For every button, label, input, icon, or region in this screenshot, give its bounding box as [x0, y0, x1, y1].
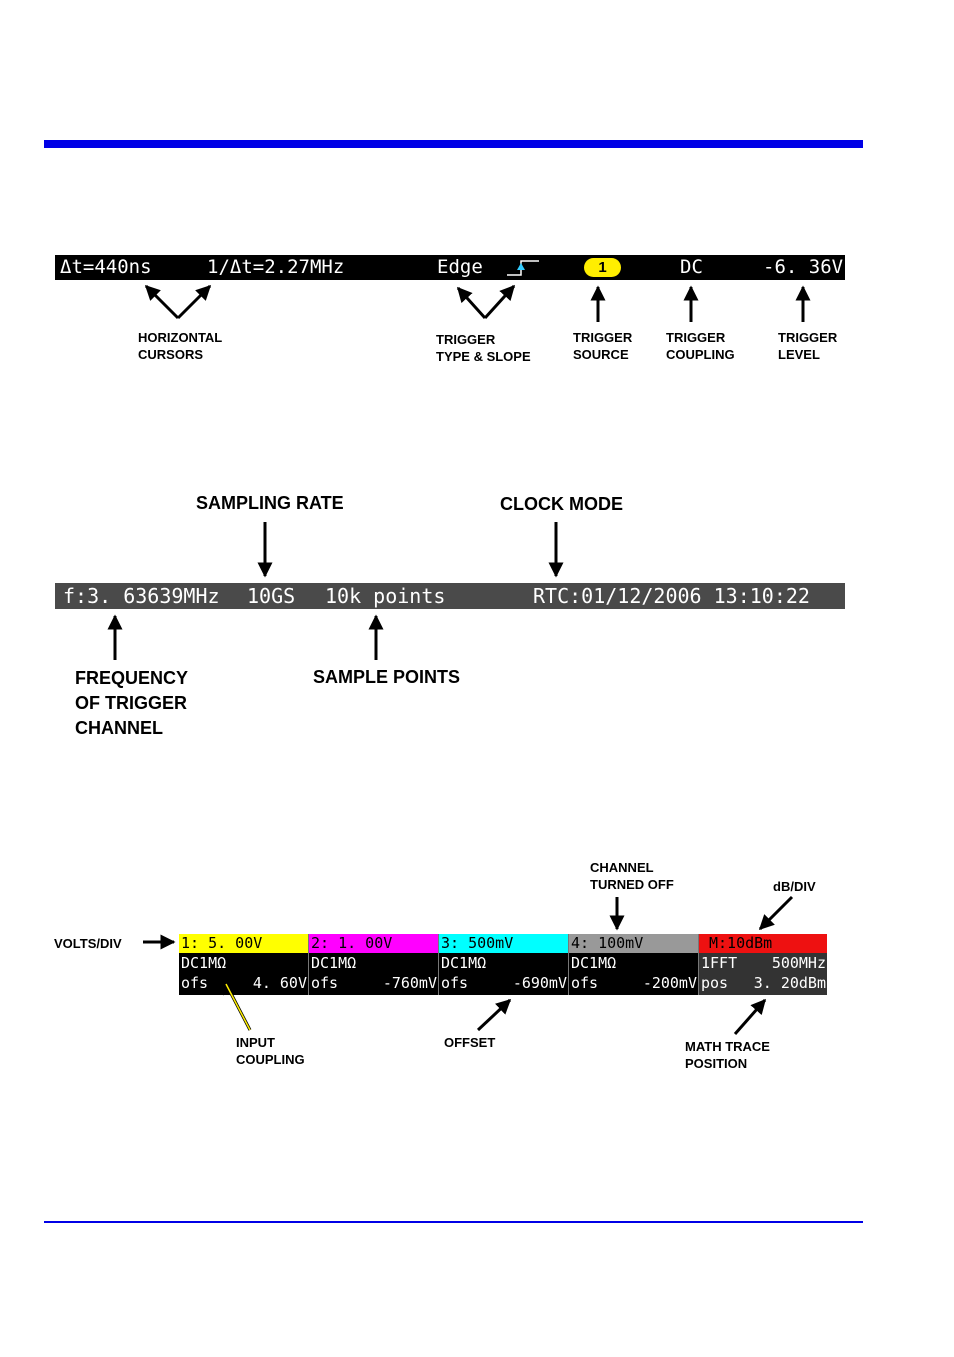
- math-position-label: pos: [701, 974, 729, 992]
- input-coupling-label: INPUT COUPLING: [236, 1035, 305, 1067]
- horizontal-cursors-label: HORIZONTAL CURSORS: [138, 330, 223, 362]
- trigger-frequency-readout: f:3. 63639MHz: [63, 584, 220, 608]
- trigger-coupling-readout: DC: [680, 256, 703, 278]
- trigger-level-readout: -6. 36V: [763, 256, 844, 278]
- channel-1-coupling: DC1MΩ: [181, 954, 227, 972]
- channel-4-offset-label: ofs: [571, 974, 599, 992]
- sample-points-readout: 10k points: [325, 584, 446, 608]
- trigger-level-label: TRIGGER LEVEL: [778, 330, 838, 362]
- math-trace-cell: M:10dBm 1FFT 500MHz pos 3. 20dBm: [699, 934, 827, 995]
- horizontal-cursors-arrow: [144, 284, 212, 320]
- trigger-source-label: TRIGGER SOURCE: [573, 330, 633, 362]
- channel-3-coupling: DC1MΩ: [441, 954, 487, 972]
- delta-t-readout: Δt=440ns: [60, 256, 152, 278]
- sample-points-label: SAMPLE POINTS: [313, 667, 461, 687]
- math-span: 500MHz: [771, 954, 826, 972]
- header-rule: [44, 140, 863, 148]
- trigger-type-slope-arrow: [456, 284, 516, 320]
- channel-3-offset-label: ofs: [441, 974, 469, 992]
- trigger-type-readout: Edge: [437, 256, 483, 278]
- frequency-label: FREQUENCY OF TRIGGER CHANNEL: [75, 668, 189, 738]
- channel-2-header: 2: 1. 00V: [309, 934, 438, 953]
- channel-1-offset-label: ofs: [181, 974, 209, 992]
- edge-slope-icon: [507, 260, 539, 276]
- trigger-source-badge: 1: [584, 258, 621, 277]
- db-div-label: dB/DIV: [773, 879, 816, 894]
- channel-1-offset-value: 4. 60V: [252, 974, 307, 992]
- channel-1-cell: 1: 5. 00V DC1MΩ ofs 4. 60V: [179, 934, 308, 995]
- channel-2-cell: 2: 1. 00V DC1MΩ ofs -760mV: [309, 934, 438, 995]
- math-position-arrow: [733, 998, 767, 1035]
- channel-2-coupling: DC1MΩ: [311, 954, 357, 972]
- math-position-value: 3. 20dBm: [753, 974, 826, 992]
- footer-rule: [44, 1221, 863, 1223]
- inverse-delta-t-readout: 1/Δt=2.27MHz: [207, 256, 345, 278]
- math-function: 1FFT: [701, 954, 738, 972]
- clock-readout: RTC:01/12/2006 13:10:22: [533, 584, 810, 608]
- channel-3-cell: 3: 500mV DC1MΩ ofs -690mV: [439, 934, 568, 995]
- volts-div-label: VOLTS/DIV: [54, 936, 122, 951]
- channel-4-header: 4: 100mV: [569, 934, 698, 953]
- offset-label: OFFSET: [444, 1035, 496, 1050]
- channel-off-label: CHANNEL TURNED OFF: [590, 860, 674, 892]
- trigger-type-slope-label: TRIGGER TYPE & SLOPE: [436, 332, 531, 364]
- offset-arrow: [476, 998, 512, 1032]
- channel-table: 1: 5. 00V DC1MΩ ofs 4. 60V 2: 1. 00V DC1…: [179, 934, 827, 995]
- trigger-status-bar: Δt=440ns 1/Δt=2.27MHz Edge 1 DC -6. 36V: [55, 255, 845, 280]
- channel-4-offset-value: -200mV: [642, 974, 697, 992]
- channel-3-header: 3: 500mV: [439, 934, 568, 953]
- channel-2-offset-value: -760mV: [382, 974, 437, 992]
- trigger-coupling-label: TRIGGER COUPLING: [666, 330, 735, 362]
- timebase-status-bar: f:3. 63639MHz 10GS 10k points RTC:01/12/…: [55, 583, 845, 609]
- clock-mode-label: CLOCK MODE: [500, 494, 623, 514]
- channel-1-header: 1: 5. 00V: [179, 934, 308, 953]
- math-trace-position-label: MATH TRACE POSITION: [685, 1039, 770, 1071]
- channel-4-cell: 4: 100mV DC1MΩ ofs -200mV: [569, 934, 698, 995]
- sampling-rate-readout: 10GS: [247, 584, 296, 608]
- channel-4-coupling: DC1MΩ: [571, 954, 617, 972]
- channel-3-offset-value: -690mV: [512, 974, 567, 992]
- math-trace-header: M:10dBm: [699, 934, 827, 953]
- db-div-arrow: [758, 895, 794, 931]
- channel-2-offset-label: ofs: [311, 974, 339, 992]
- sampling-rate-label: SAMPLING RATE: [196, 493, 344, 513]
